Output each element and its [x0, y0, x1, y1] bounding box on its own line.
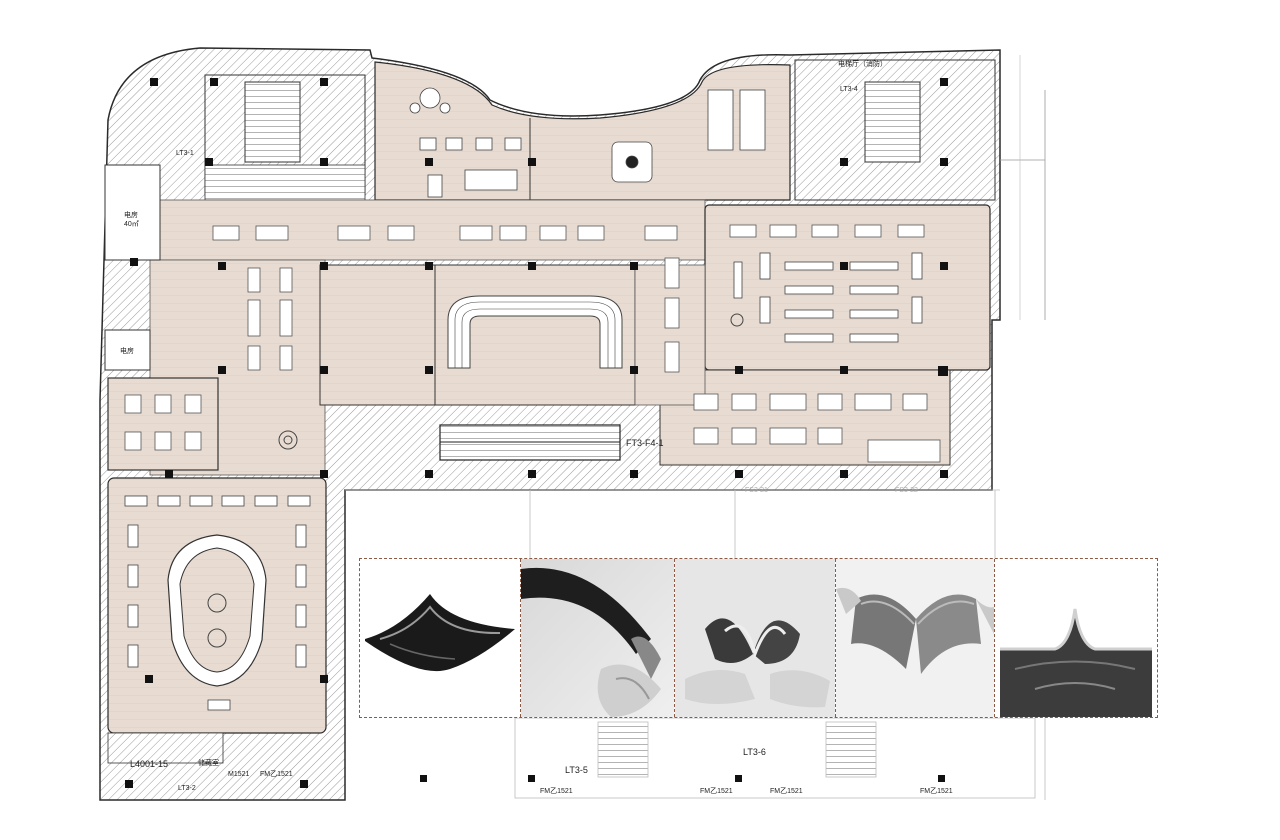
label-door-a: FM乙1521	[540, 788, 573, 795]
hall-shelves	[124, 495, 311, 711]
top-lounge	[374, 61, 791, 201]
photo-curved-sheet	[360, 559, 520, 717]
columns	[130, 78, 948, 683]
photo-separator	[835, 559, 836, 717]
label-door-f: FM乙1521	[260, 771, 293, 778]
study-room	[107, 377, 219, 471]
photo-page-fan	[675, 559, 835, 717]
label-stair-bottom-mid: LT3-5	[565, 765, 588, 775]
center-room	[319, 264, 436, 406]
label-stair-bottom-left: LT3-2	[178, 785, 196, 792]
label-core-right: LT3-4	[840, 86, 858, 93]
stair-top-right	[864, 81, 921, 163]
label-lower-right-a: FS3-21	[745, 487, 768, 494]
photo-separator	[520, 559, 521, 717]
label-door-c: FM乙1521	[770, 788, 803, 795]
label-door-b: FM乙1521	[700, 788, 733, 795]
label-room-left-top: 电房	[124, 212, 138, 219]
bottom-left-strip	[107, 732, 224, 764]
hall-tables	[247, 257, 680, 373]
reading-tables	[693, 393, 941, 463]
label-door-e: M1521	[228, 771, 250, 778]
stair-mid-left	[204, 164, 366, 201]
room-left-top	[104, 164, 161, 261]
label-room-left-mid: 电房	[120, 348, 134, 355]
label-room-name: 储藏室	[198, 760, 219, 767]
label-shaft-top-right: 电梯厅（消防）	[838, 61, 887, 68]
lounge-furniture	[409, 87, 766, 198]
label-lower-right-b: FS3-22	[895, 487, 918, 494]
label-door-d: FM乙1521	[920, 788, 953, 795]
retail-shelves	[733, 252, 923, 343]
photo-curved-pages	[995, 559, 1157, 717]
photo-magazine-bend	[521, 559, 674, 717]
label-core-left: LT3-1	[176, 150, 194, 157]
label-room-left-top-area: 40㎡	[124, 221, 139, 228]
study-tables	[124, 394, 202, 451]
photo-separator	[994, 559, 995, 717]
concept-photo-strip	[359, 558, 1158, 718]
photo-separator	[674, 559, 675, 717]
lecture-seating	[447, 295, 623, 369]
corridor-tables	[212, 224, 925, 241]
lower-structure	[345, 489, 1046, 800]
label-escalator: FT3-F4-1	[626, 438, 664, 448]
photo-magazine-open	[836, 559, 994, 717]
stair-top-left	[244, 81, 301, 163]
room-left-mid	[104, 329, 151, 371]
label-room-code: L4001-15	[130, 759, 169, 769]
label-stair-bottom-right: LT3-6	[743, 747, 766, 757]
main-corridor	[159, 199, 706, 261]
